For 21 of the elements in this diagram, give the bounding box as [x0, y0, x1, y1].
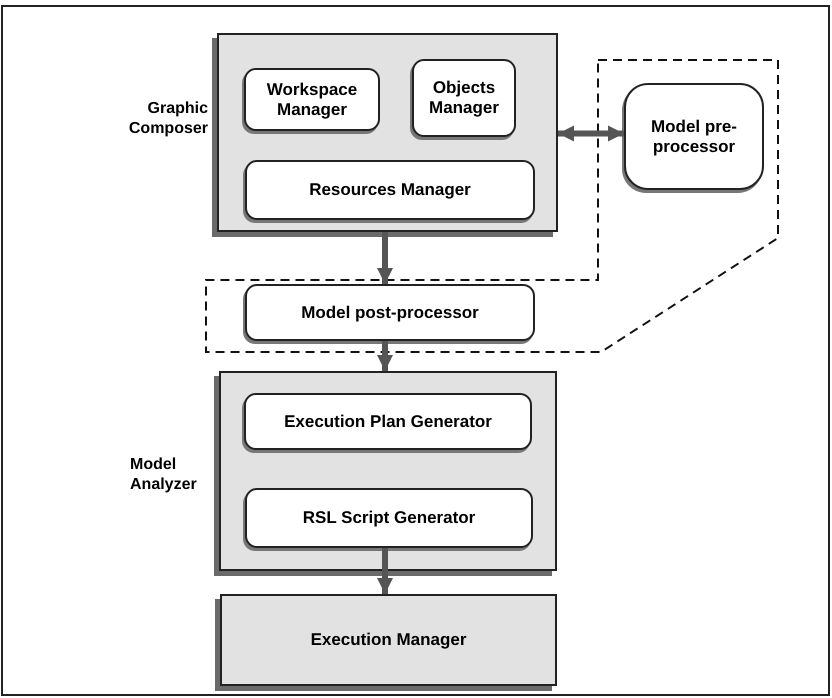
component-label: Model Analyzer [130, 455, 198, 495]
arrow [377, 548, 393, 594]
arrow [377, 341, 393, 371]
module-label: Model pre-processor [650, 116, 738, 156]
arrow [377, 232, 393, 284]
module-box [244, 393, 532, 450]
module-box [245, 160, 535, 220]
component-label: Graphic Composer [128, 99, 208, 139]
module-box [245, 284, 535, 341]
module-label: Execution Manager [310, 630, 468, 650]
module-label: Workspace Manager [266, 80, 358, 120]
arrow [558, 126, 624, 142]
module-label: Execution Plan Generator [283, 412, 493, 432]
module-label: RSL Script Generator [302, 508, 476, 528]
module-box [624, 83, 764, 190]
module-label: Model post-processor [300, 302, 480, 322]
module-box [245, 488, 533, 548]
module-label: Resources Manager [308, 180, 472, 200]
module-box [412, 59, 516, 137]
module-label: Objects Manager [428, 78, 500, 118]
module-box [244, 68, 380, 131]
